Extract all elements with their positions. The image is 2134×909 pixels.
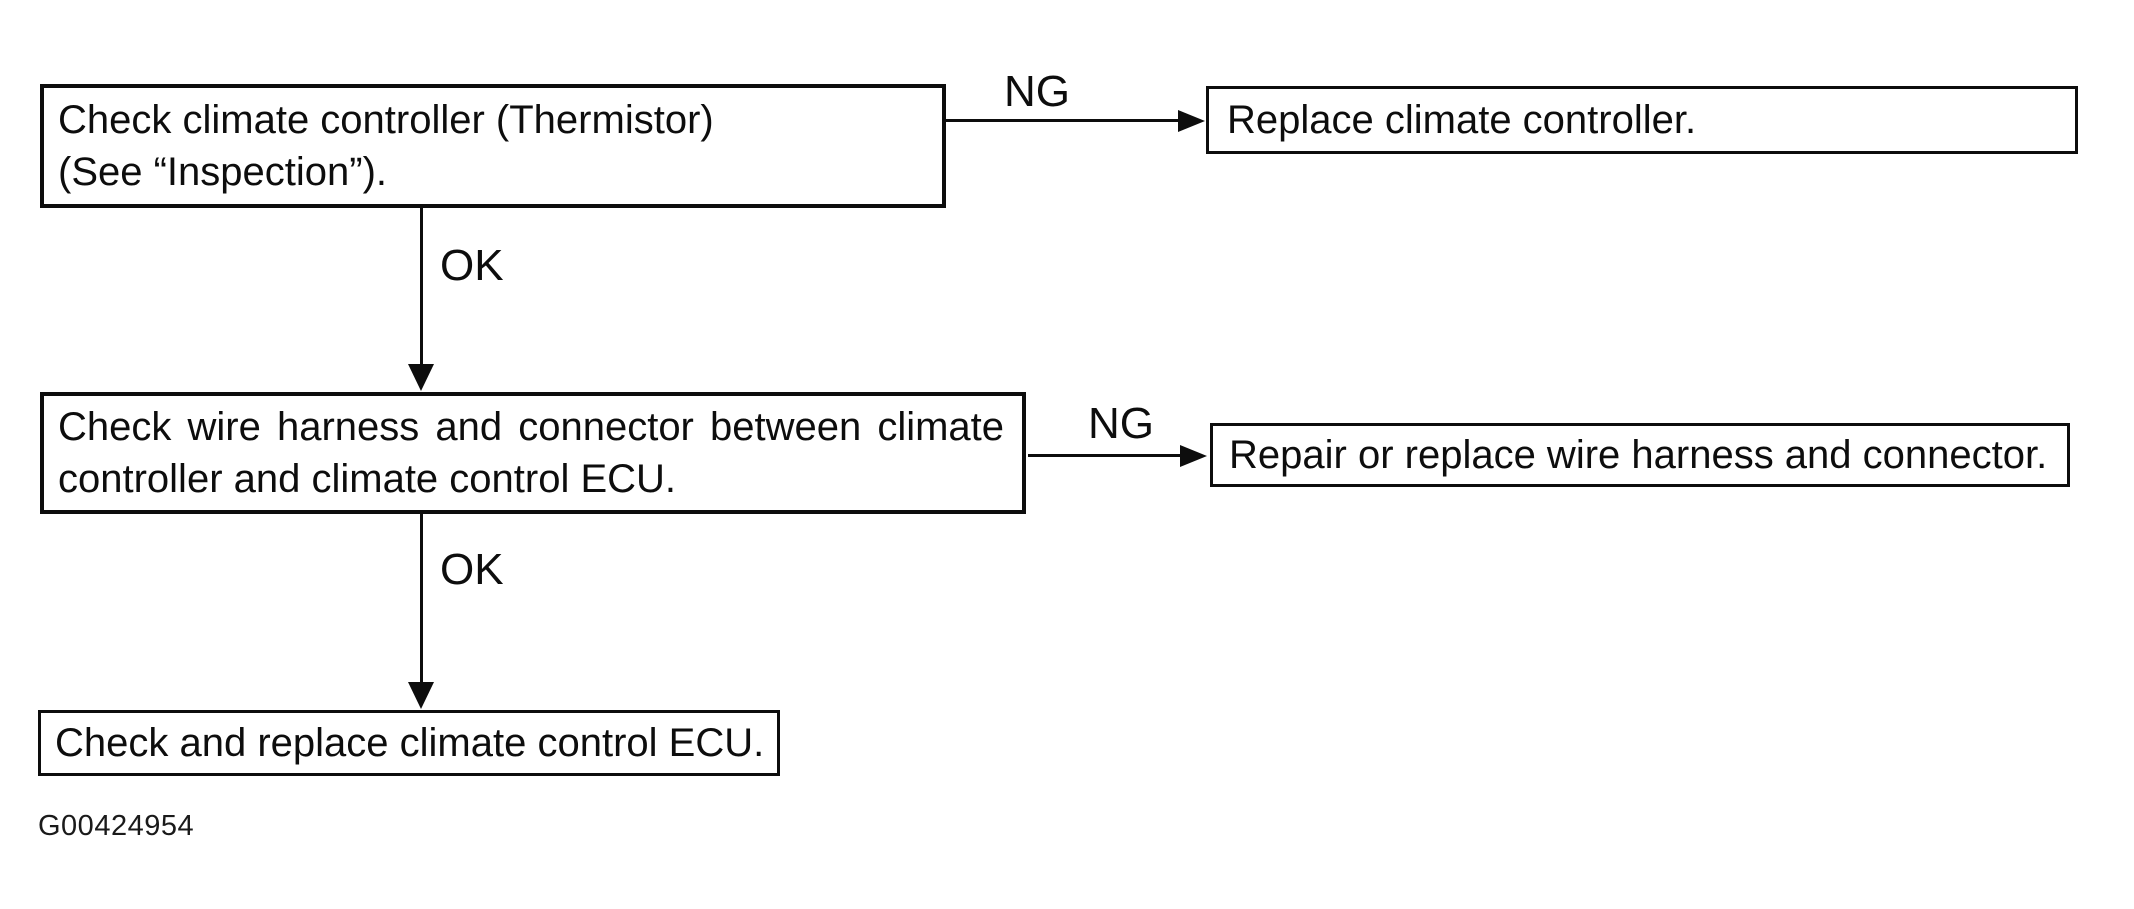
node-text-line: Check climate controller (Thermistor)	[58, 98, 714, 142]
node-text-line: Replace climate controller.	[1227, 98, 1697, 142]
arrow-right-icon	[1180, 445, 1207, 467]
arrow-down-icon	[408, 682, 434, 709]
edge-label-ok-2: OK	[440, 545, 504, 594]
flow-node-replace-climate-controller: Replace climate controller.	[1206, 86, 2078, 154]
flow-node-check-climate-controller: Check climate controller (Thermistor) (S…	[40, 84, 946, 208]
flow-node-check-replace-ecu: Check and replace climate control ECU.	[38, 710, 780, 776]
node-text-line: Repair or replace wire harness and conne…	[1229, 433, 2048, 477]
node-text-line: Check and replace climate control ECU.	[55, 721, 765, 765]
arrow-down-icon	[408, 364, 434, 391]
flow-node-check-wire-harness: Check wire harness and connector between…	[40, 392, 1026, 514]
edge-label-ok-1: OK	[440, 241, 504, 290]
edge-label-ng-1: NG	[1004, 67, 1070, 116]
edge-line-ok-1	[420, 208, 423, 366]
flow-node-repair-replace-harness: Repair or replace wire harness and conne…	[1210, 423, 2070, 487]
edge-label-ng-2: NG	[1088, 399, 1154, 448]
node-text-line: Check wire harness and connector between…	[58, 405, 1005, 449]
edge-line-ng-2	[1028, 454, 1180, 457]
figure-code: G00424954	[38, 810, 195, 842]
arrow-right-icon	[1178, 110, 1205, 132]
node-text-line: controller and climate control ECU.	[58, 457, 677, 501]
node-text-line: (See “Inspection”).	[58, 150, 388, 194]
edge-line-ok-2	[420, 514, 423, 686]
edge-line-ng-1	[946, 119, 1178, 122]
